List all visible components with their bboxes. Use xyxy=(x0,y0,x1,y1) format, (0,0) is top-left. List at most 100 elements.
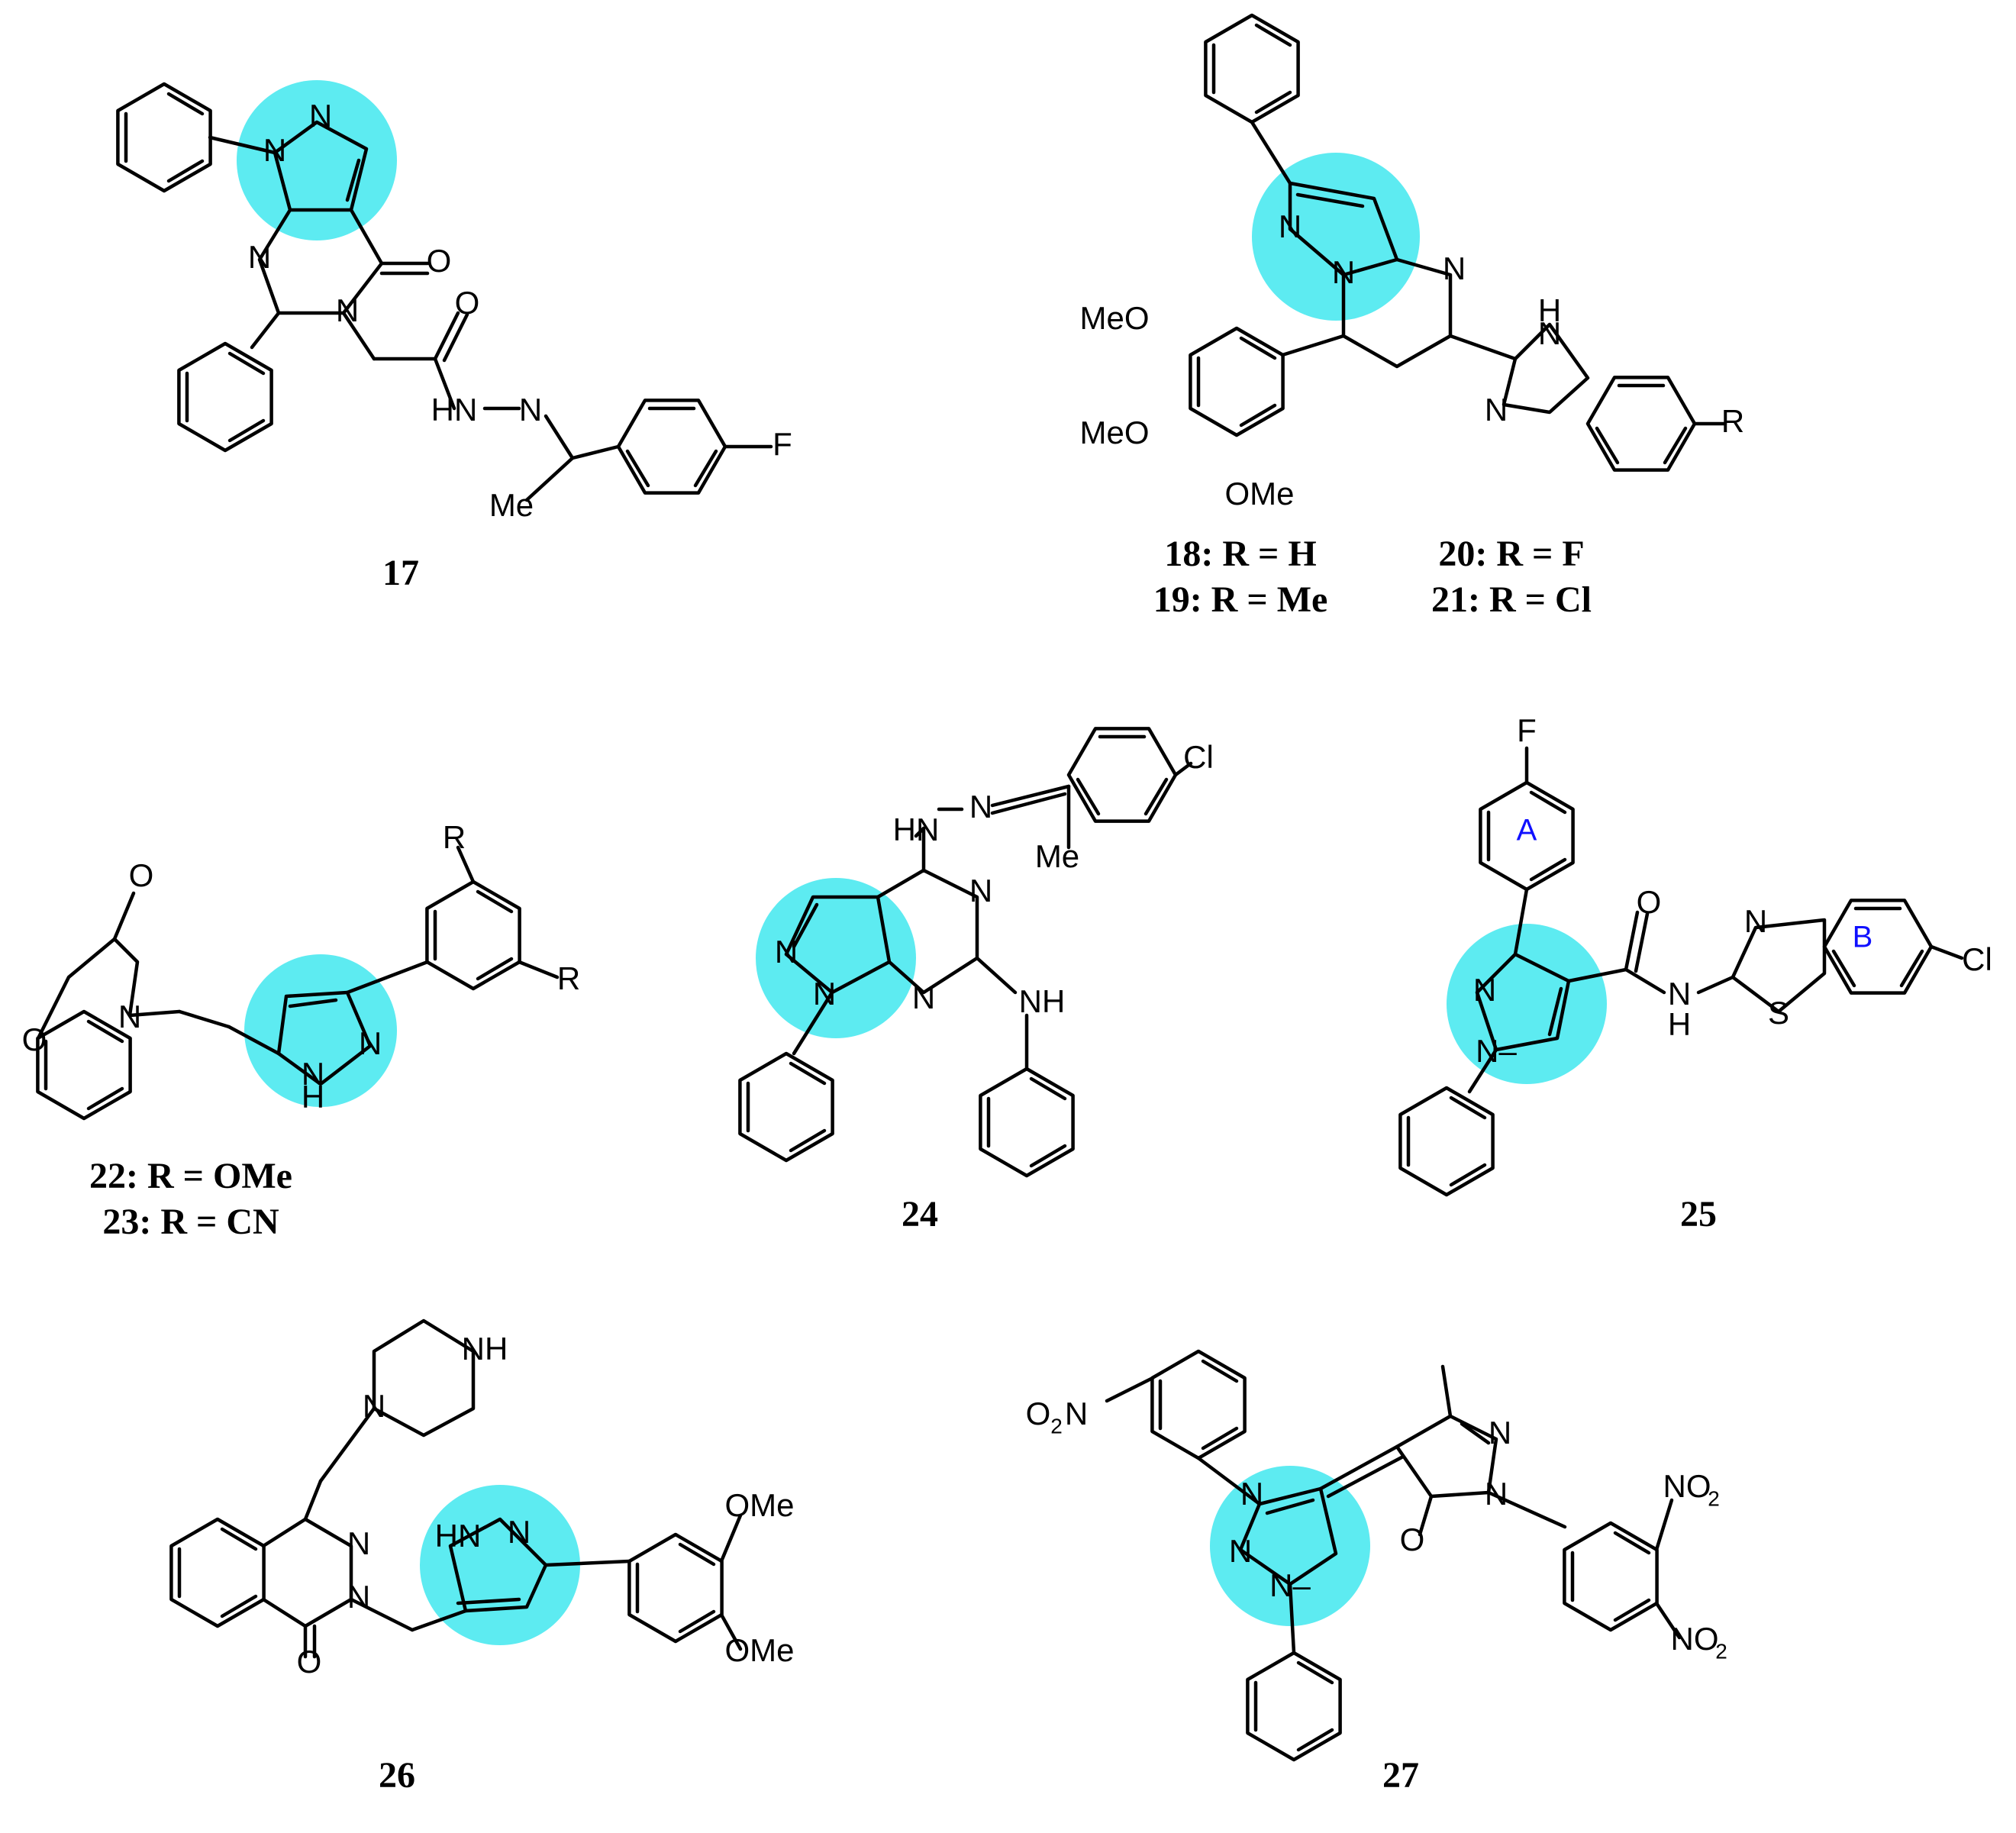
compound-label: 19: R = Me xyxy=(1153,579,1328,620)
compound-label: 24 xyxy=(902,1194,938,1234)
atom-label: MeO xyxy=(1079,300,1149,336)
trimethoxyphenyl-ring xyxy=(1190,328,1282,435)
atom-label: N xyxy=(347,1525,370,1561)
atom-label: R xyxy=(557,960,580,996)
atom-label: OMe xyxy=(724,1632,794,1668)
atom-label: NO xyxy=(1671,1621,1719,1657)
atom-label: HN xyxy=(893,812,940,847)
dimethoxyphenyl-ring xyxy=(629,1534,721,1641)
compound-label: 21: R = Cl xyxy=(1431,579,1592,620)
atom-label: N xyxy=(347,1579,370,1615)
atom-label: N xyxy=(118,999,141,1034)
atom-label: H xyxy=(1538,292,1561,328)
atom-label: N xyxy=(813,976,836,1012)
atom-label: R xyxy=(1721,403,1744,439)
compound-24: N N N N HN N Me Cl NH 24 xyxy=(740,728,1214,1234)
atom-label: N xyxy=(1668,976,1691,1012)
atom-label: H xyxy=(1668,1006,1691,1042)
phthalazinone-benzo-ring xyxy=(171,1519,263,1626)
atom-label: N xyxy=(1065,1396,1088,1431)
compound-label: 25 xyxy=(1680,1194,1717,1234)
phenyl-ring xyxy=(1400,1088,1492,1195)
atom-label: MeO xyxy=(1079,415,1149,450)
compound-18-21: N N N H N N R MeO MeO OMe 18: R = H 19: … xyxy=(1079,15,1744,620)
phenyl-ring xyxy=(740,1054,832,1160)
atom-label: N xyxy=(1489,1415,1511,1451)
atom-label: O xyxy=(1400,1522,1425,1557)
ring-label-b: B xyxy=(1853,921,1873,954)
atom-label: N xyxy=(363,1388,385,1424)
atom-label: N xyxy=(248,239,271,275)
atom-label: Me xyxy=(489,487,534,523)
fluorophenyl-ring xyxy=(618,400,725,492)
compound-22-23: O O N N N H R R 22: R = OMe 23: R = CN xyxy=(22,819,581,1242)
atom-label: Cl xyxy=(1183,739,1214,775)
atom-label: OMe xyxy=(1224,476,1294,511)
atom-label: S xyxy=(1768,995,1789,1031)
atom-label: O xyxy=(427,243,452,279)
atom-label: 2 xyxy=(1715,1639,1727,1663)
atom-label: N xyxy=(508,1514,531,1550)
compound-27: N N N– N N O O 2 N NO 2 NO 2 27 xyxy=(1026,1351,1727,1796)
atom-label: F xyxy=(1517,712,1537,748)
nitro-group-para: NO 2 xyxy=(1671,1621,1727,1663)
nitrophenyl-ring xyxy=(1152,1351,1244,1458)
atom-label: N xyxy=(912,979,935,1015)
atom-label: Me xyxy=(1035,838,1079,874)
benzimidazole-benzo-ring xyxy=(1588,377,1695,470)
phenyl-ring xyxy=(118,84,210,191)
compound-label: 22: R = OMe xyxy=(89,1156,292,1196)
atom-label: HN xyxy=(431,392,478,428)
nitro-group-ortho: NO 2 xyxy=(1663,1468,1720,1510)
atom-label: N xyxy=(519,392,542,428)
atom-label: N xyxy=(359,1025,382,1061)
atom-label: N xyxy=(336,292,359,328)
compound-label: 17 xyxy=(382,553,419,593)
atom-label: NO xyxy=(1663,1468,1711,1504)
compound-25: F A N N– O N H N S B Cl 25 xyxy=(1400,712,1992,1234)
atom-label: N– xyxy=(1269,1567,1311,1603)
atom-label: N xyxy=(1744,903,1767,939)
atom-label: NH xyxy=(462,1331,508,1367)
atom-label: O xyxy=(297,1644,322,1680)
dinitrophenyl-ring xyxy=(1564,1523,1656,1630)
atom-label: N xyxy=(1473,972,1496,1008)
atom-label: HN xyxy=(435,1518,482,1554)
atom-label: N xyxy=(1240,1476,1263,1512)
atom-label: N xyxy=(1443,250,1466,286)
atom-label: N xyxy=(1279,208,1302,244)
atom-label: NH xyxy=(1019,983,1066,1019)
atom-label: 2 xyxy=(1050,1414,1063,1438)
atom-label: 2 xyxy=(1708,1486,1720,1510)
pyrazole-highlight xyxy=(1210,1466,1370,1626)
compound-label: 26 xyxy=(379,1755,415,1796)
atom-label: N xyxy=(1485,392,1508,428)
atom-label: N xyxy=(969,873,992,908)
atom-label: O xyxy=(1026,1396,1051,1431)
atom-label: N xyxy=(775,934,798,970)
compound-17: N N N N O O HN N Me F 17 xyxy=(118,80,792,593)
pyrazole-highlight xyxy=(420,1485,580,1645)
pyrazole-highlight xyxy=(237,80,397,240)
atom-label: Cl xyxy=(1962,941,1992,977)
pyrazole-highlight xyxy=(756,878,916,1038)
atom-label: N xyxy=(309,98,332,134)
atom-label: N xyxy=(1229,1533,1252,1569)
atom-label: N xyxy=(1332,254,1355,290)
pyrazole-highlight xyxy=(1252,153,1420,321)
phenyl-ring xyxy=(1247,1653,1340,1760)
atom-label: OMe xyxy=(724,1487,794,1523)
atom-label: N xyxy=(1538,315,1561,351)
chlorophenyl-ring xyxy=(1069,728,1176,821)
phenyl-ring xyxy=(1205,15,1298,122)
phenyl-ring xyxy=(980,1069,1073,1176)
compound-label: 27 xyxy=(1382,1755,1419,1796)
atom-label: R xyxy=(443,819,466,855)
atom-label: O xyxy=(129,857,154,893)
ring-label-a: A xyxy=(1517,814,1537,847)
atom-label: H xyxy=(302,1079,324,1115)
benzoxazine-benzo-ring xyxy=(37,1012,130,1118)
disubstituted-phenyl-ring xyxy=(427,882,519,989)
benzothiazole-benzo-ring xyxy=(1824,900,1931,992)
